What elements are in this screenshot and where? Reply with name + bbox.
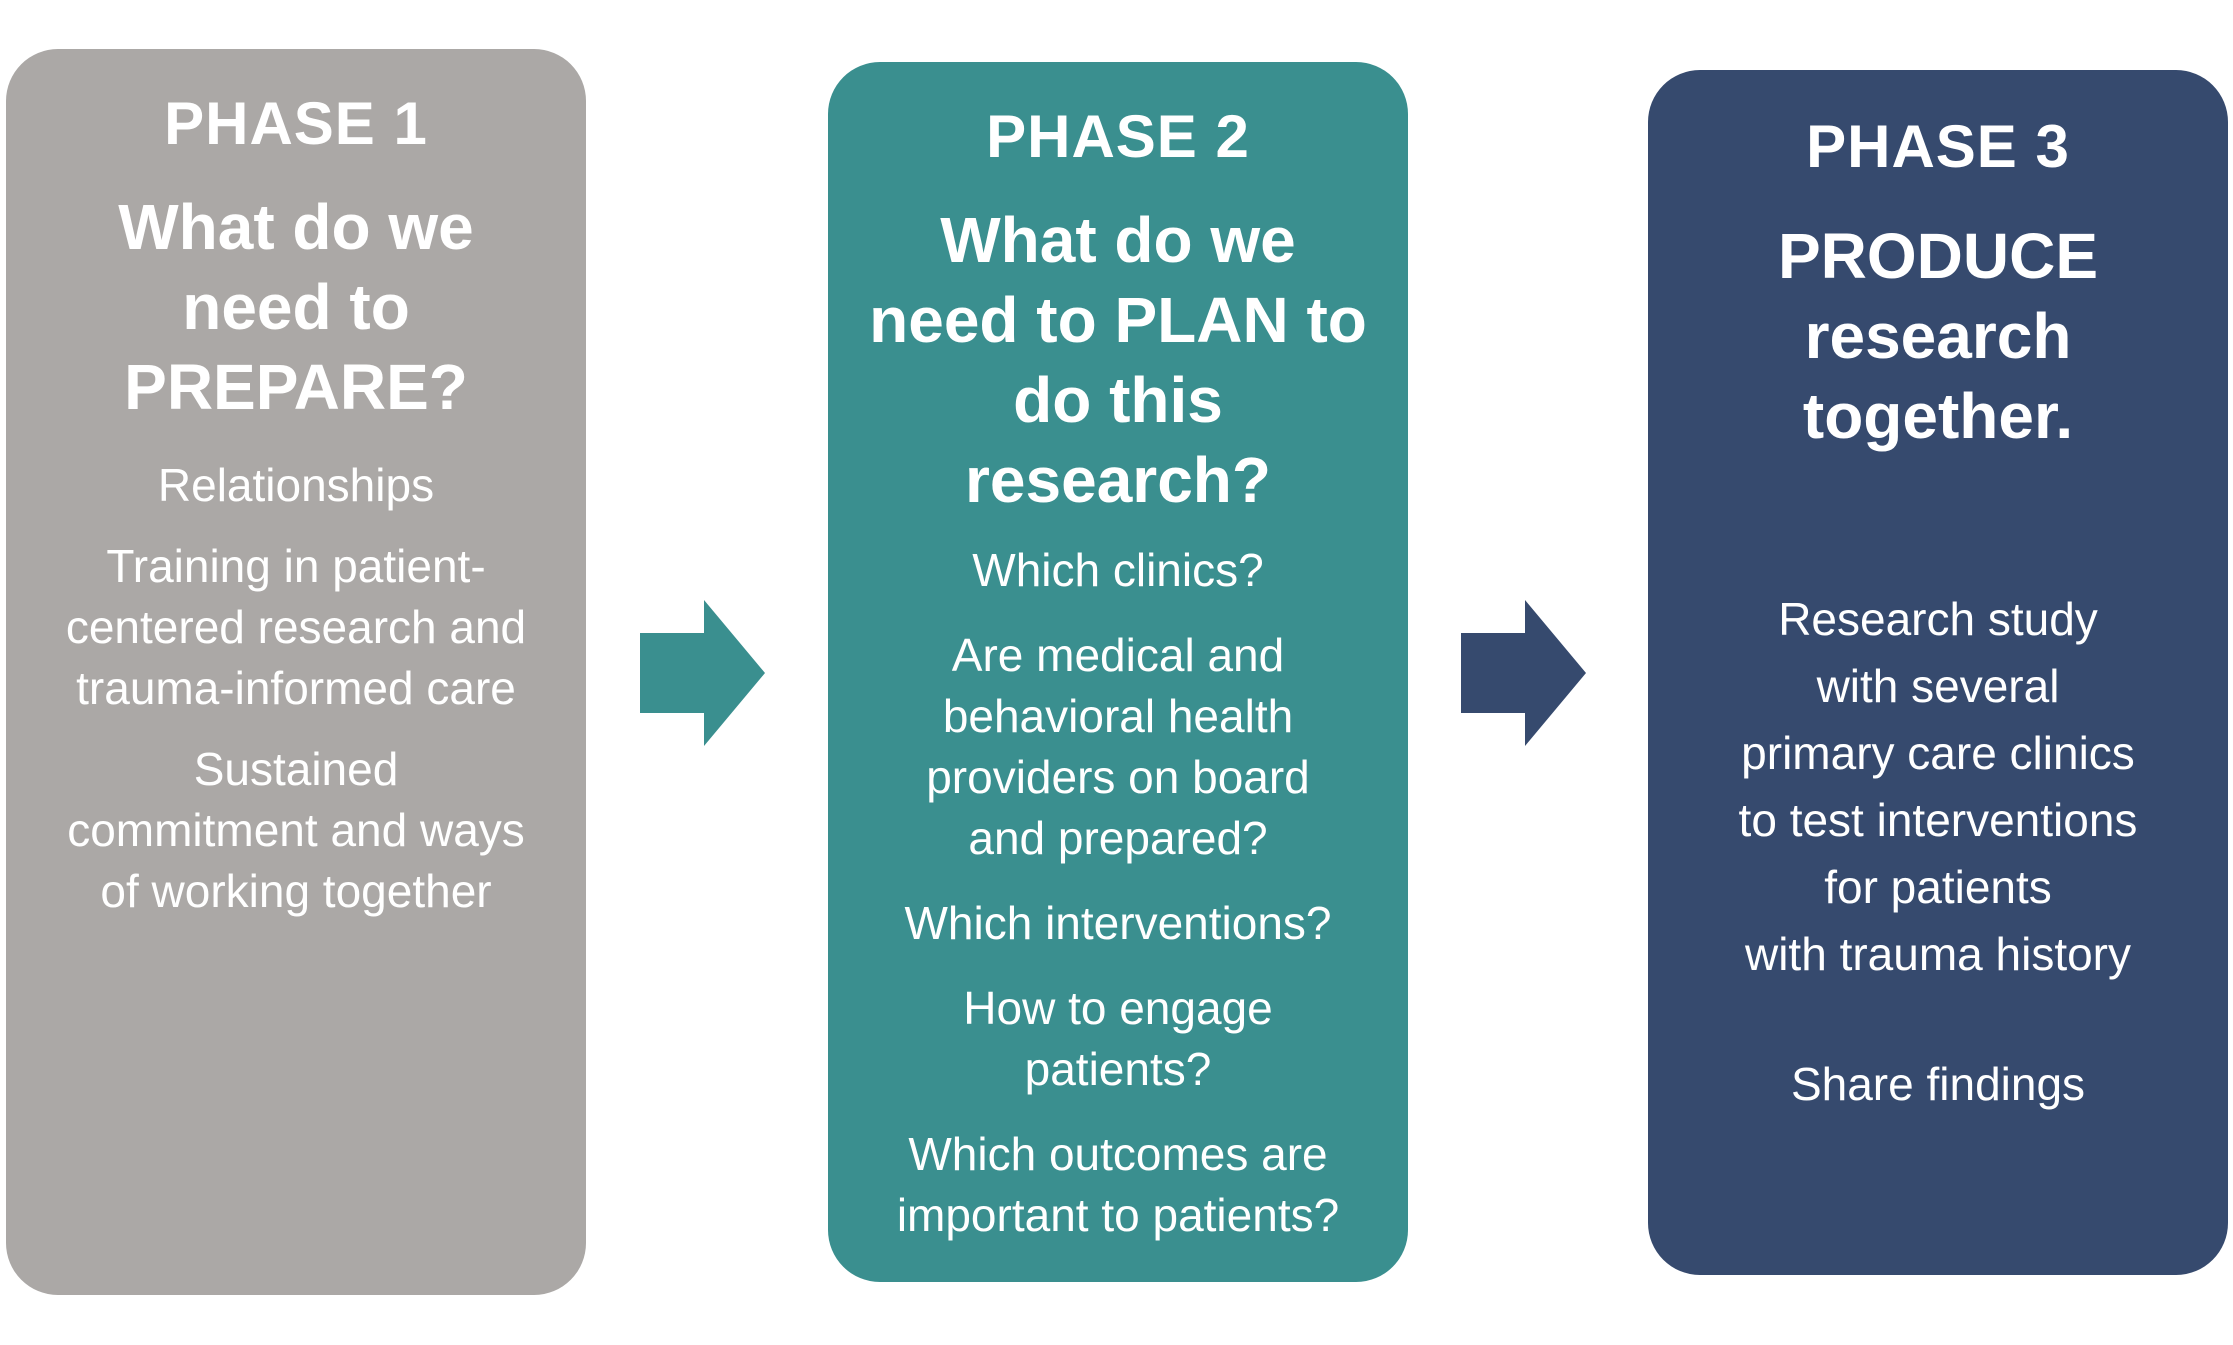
phase-2-item-interventions: Which interventions? <box>904 897 1332 949</box>
arrow-right-icon <box>1461 600 1586 746</box>
phase-1-title: PHASE 1 <box>164 90 428 157</box>
phase-1-item-training: Training in patient-centered research an… <box>65 540 527 714</box>
phase-3-item-share: Share findings <box>1790 1058 2086 1110</box>
arrow-right-icon <box>640 600 765 746</box>
phase-1-item-relationships: Relationships <box>157 459 435 511</box>
phase-3-title: PHASE 3 <box>1806 113 2070 180</box>
phase-2-item-clinics: Which clinics? <box>972 544 1264 596</box>
phase-2-title: PHASE 2 <box>986 103 1250 170</box>
